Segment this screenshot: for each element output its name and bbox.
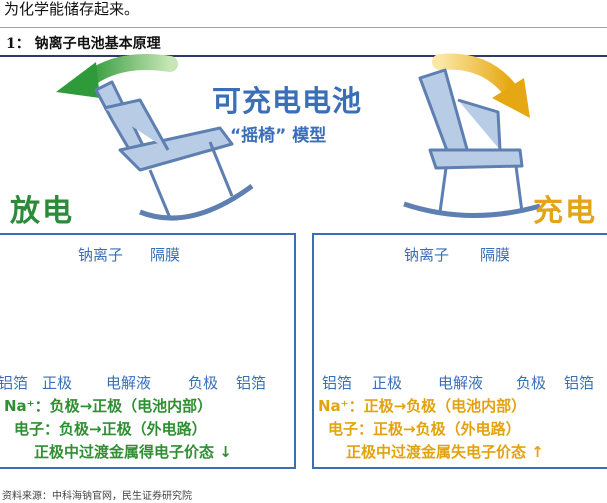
- discharge-electrolyte-label: 电解液: [106, 372, 151, 393]
- discharge-al-foil-right-label: 铝箔: [236, 372, 266, 393]
- charge-valence-change: 正极中过渡金属失电子价态 ↑: [346, 441, 544, 462]
- rocking-chair-model-subtitle: “摇椅” 模型: [230, 121, 326, 146]
- charge-sodium-ion-label: 钠离子: [404, 244, 449, 265]
- charge-label: 充电: [533, 186, 597, 230]
- discharge-separator-label: 隔膜: [150, 244, 180, 265]
- charge-electron-direction: 电子：正极→负极（外电路）: [328, 418, 521, 439]
- charge-ion-direction: Na⁺：正极→负极（电池内部）: [318, 395, 526, 416]
- charge-separator-label: 隔膜: [480, 244, 510, 265]
- charge-al-foil-left-label: 铝箔: [322, 372, 352, 393]
- charge-cathode-label: 正极: [372, 372, 402, 393]
- charge-electrolyte-label: 电解液: [438, 372, 483, 393]
- discharge-sodium-ion-label: 钠离子: [78, 244, 123, 265]
- rechargeable-battery-title: 可充电电池: [212, 78, 362, 120]
- discharge-electron-direction: 电子：负极→正极（外电路）: [14, 418, 207, 439]
- discharge-anode-label: 负极: [188, 372, 218, 393]
- source-note: 资料来源：中科海钠官网，民生证券研究院: [2, 487, 192, 502]
- discharge-valence-change: 正极中过渡金属得电子价态 ↓: [34, 441, 232, 462]
- discharge-ion-direction: Na⁺：负极→正极（电池内部）: [4, 395, 212, 416]
- discharge-label: 放电: [10, 186, 74, 230]
- charge-anode-label: 负极: [516, 372, 546, 393]
- discharge-al-foil-left-label: 铝箔: [0, 372, 28, 393]
- charge-al-foil-right-label: 铝箔: [564, 372, 594, 393]
- discharge-cathode-label: 正极: [42, 372, 72, 393]
